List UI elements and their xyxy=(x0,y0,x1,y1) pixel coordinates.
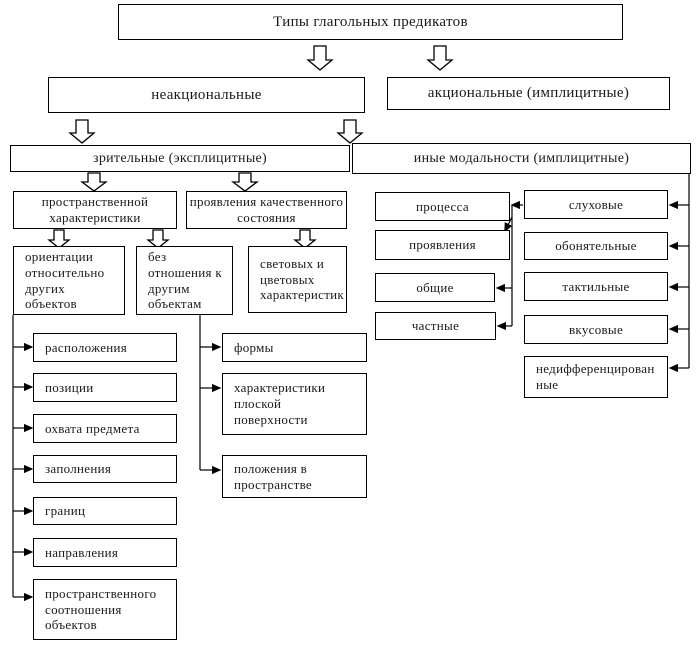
left-list-item: границ xyxy=(33,497,177,525)
middle-list-item: формы xyxy=(222,333,367,362)
box-quality-state: проявления качественного состояния xyxy=(186,191,347,229)
right-modality-item: тактильные xyxy=(524,272,668,301)
middle-list-item: характеристики плоской поверхности xyxy=(222,373,367,435)
box-non-actional: неакциональные xyxy=(48,77,365,113)
box-visual-explicit: зрительные (эксплицитные) xyxy=(10,145,350,172)
middle-list-item: положения в пространстве xyxy=(222,455,367,498)
middle-list-connector xyxy=(199,315,222,475)
right-general-connector xyxy=(495,200,523,331)
right-general-item: частные xyxy=(375,312,496,340)
right-modality-item: вкусовые xyxy=(524,315,668,344)
right-modalities-connector xyxy=(668,174,690,373)
box-other-modalities: иные модальности (имплицитные) xyxy=(352,143,691,174)
box-no-relation-objects: без отношения к другим объектам xyxy=(136,246,233,315)
box-orientation-relative-objects: ориентации относительно других объектов xyxy=(13,246,125,315)
left-list-item: пространственного соотношения объектов xyxy=(33,579,177,640)
left-list-item: охвата предмета xyxy=(33,414,177,443)
box-light-color-characteristics: световых и цветовых характеристик xyxy=(248,246,347,313)
left-list-item: расположения xyxy=(33,333,177,362)
left-list-item: позиции xyxy=(33,373,177,402)
left-list-item: направления xyxy=(33,538,177,567)
right-modality-item: недифференцирован ные xyxy=(524,356,668,398)
right-general-item: общие xyxy=(375,273,495,302)
right-general-item: проявления xyxy=(375,230,510,260)
box-actional-implicit: акциональные (имплицитные) xyxy=(387,77,670,110)
left-list-item: заполнения xyxy=(33,455,177,483)
left-list-connector xyxy=(12,315,34,602)
right-general-item: процесса xyxy=(375,192,510,221)
right-modality-item: обонятельные xyxy=(524,232,668,260)
right-modality-item: слуховые xyxy=(524,190,668,219)
box-spatial-characteristics: пространственной характеристики xyxy=(13,191,177,229)
box-title: Типы глагольных предикатов xyxy=(118,4,623,40)
